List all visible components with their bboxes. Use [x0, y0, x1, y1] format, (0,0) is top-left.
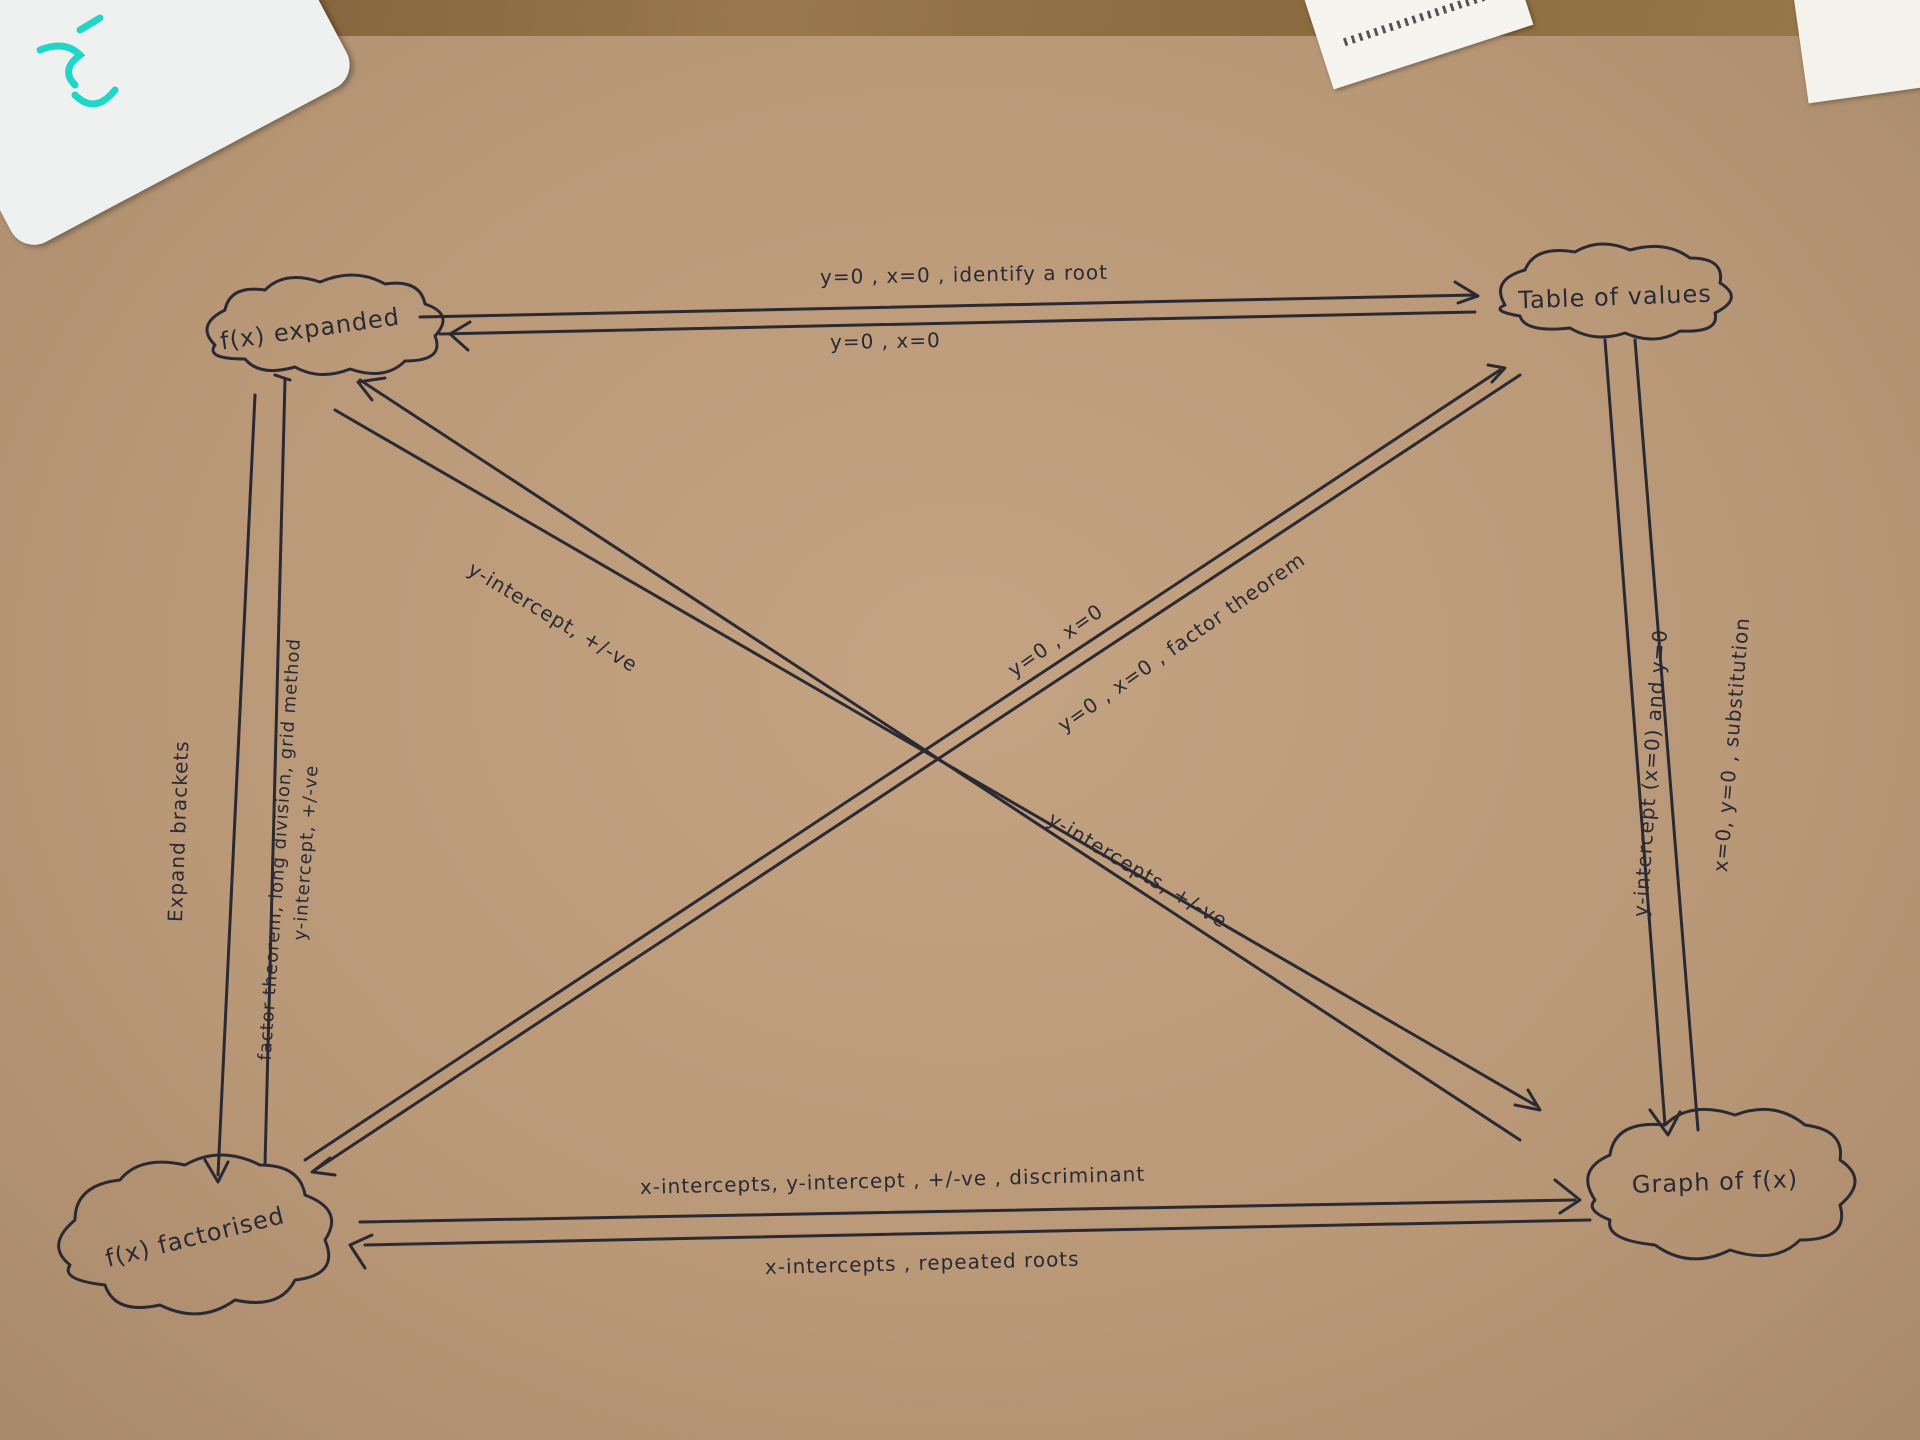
brown-paper-sheet: [0, 36, 1920, 1440]
cloud-graph: [1586, 1107, 1857, 1261]
marker-scribble: [36, 14, 119, 108]
edge-table-to-expanded: y=0 , x=0: [829, 328, 941, 354]
edge-expanded-to-table: y=0 , x=0 , identify a root: [819, 259, 1109, 289]
cloud-table: [1498, 242, 1733, 341]
cloud-factorised: [57, 1153, 334, 1316]
